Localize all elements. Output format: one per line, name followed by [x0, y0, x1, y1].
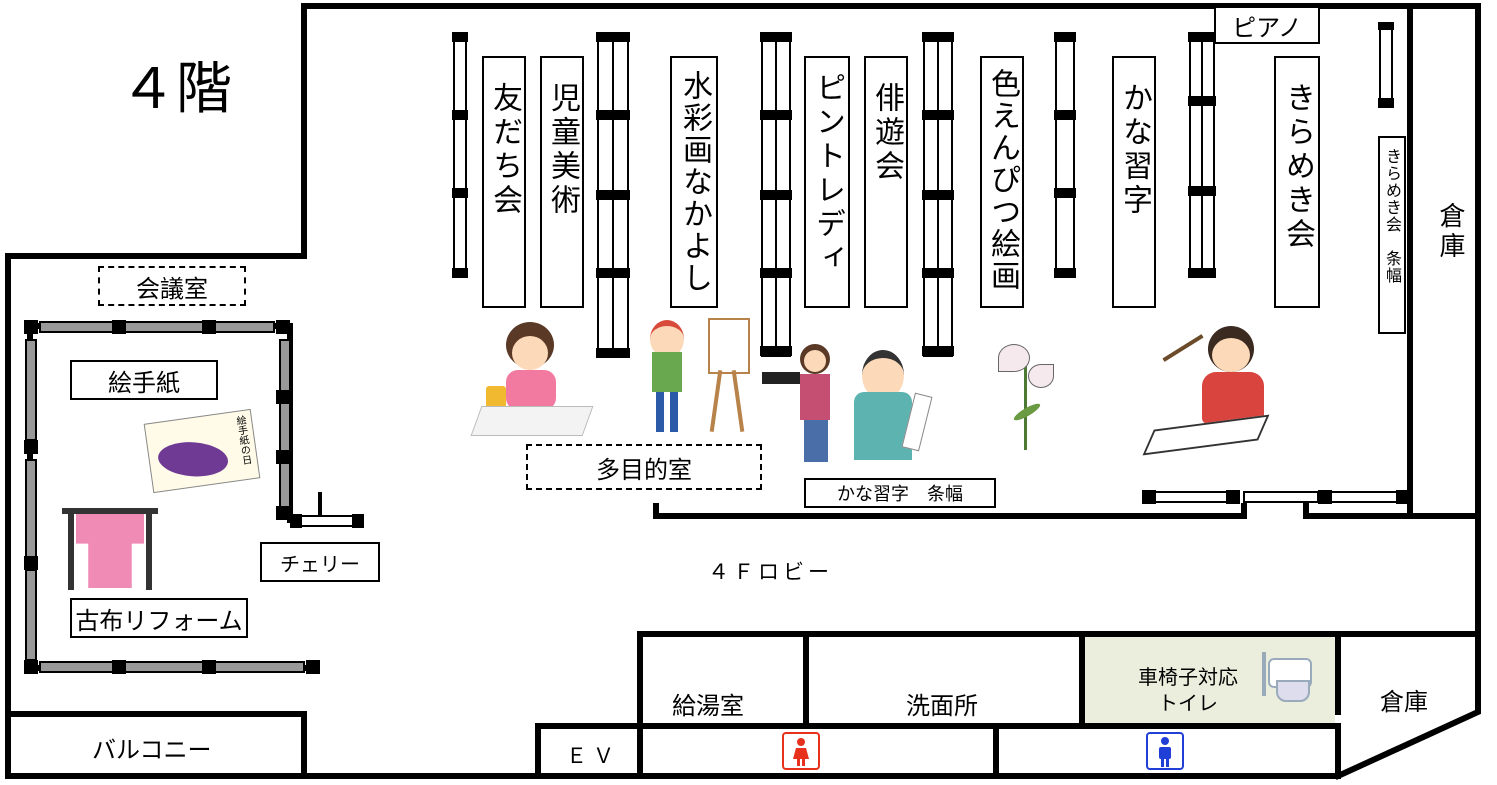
accessible-toilet-icon — [1262, 650, 1318, 702]
multipurpose-room-label: 多目的室 — [526, 444, 762, 490]
group-banner-haiyukai: 俳遊会 — [864, 56, 908, 308]
group-banner-iroenpitsu: 色えんぴつ絵画 — [980, 56, 1024, 308]
cherry-group-label: チェリー — [260, 542, 380, 582]
meeting-room-label: 会議室 — [98, 266, 246, 306]
postcard-caption: 絵手紙の日 — [233, 414, 252, 466]
kitchenette-label: 給湯室 — [672, 692, 744, 720]
outer-wall-top-right — [301, 3, 1481, 780]
balcony-label: バルコニー — [92, 736, 212, 764]
photographer-illustration — [762, 342, 846, 466]
haiku-man-illustration — [848, 350, 933, 462]
kimono-illustration — [62, 504, 158, 590]
calligraphy-girl-illustration — [1142, 326, 1280, 456]
banner-kirameki-jofuku: きらめき会 条幅 — [1378, 136, 1406, 334]
old-cloth-reform-label: 古布リフォーム — [70, 598, 248, 638]
storage-right-label: 倉庫 — [1435, 202, 1465, 262]
group-banner-kana-shuji: かな習字 — [1112, 56, 1156, 308]
female-restroom-icon[interactable] — [782, 732, 820, 770]
lobby-label: ４Ｆロビー — [708, 560, 833, 584]
eggplant-icon — [156, 439, 230, 479]
group-banner-pint-lady: ピントレディ — [804, 56, 850, 308]
washroom-label: 洗面所 — [906, 692, 978, 720]
group-banner-suisaiga: 水彩画なかよし — [670, 56, 718, 308]
lily-drawing-illustration — [984, 338, 1068, 454]
etegami-postcard-illustration: 絵手紙の日 — [143, 408, 261, 494]
piano-label: ピアノ — [1214, 6, 1320, 44]
etegami-group-label: 絵手紙 — [70, 360, 218, 400]
elevator-label: ＥＶ — [566, 744, 620, 768]
floor-title: ４階 — [120, 57, 232, 122]
group-banner-jido-bijutsu: 児童美術 — [540, 56, 584, 308]
banner-kana-jofuku: かな習字 条幅 — [804, 478, 996, 508]
easel-artist-illustration — [640, 312, 750, 434]
storage-bottom-label: 倉庫 — [1380, 688, 1428, 716]
group-banner-kirameki: きらめき会 — [1274, 56, 1320, 308]
accessible-toilet-label: 車椅子対応 トイレ — [1138, 665, 1238, 715]
painting-girl-illustration — [470, 322, 594, 436]
male-restroom-icon[interactable] — [1146, 732, 1184, 770]
group-banner-tomodachi: 友だち会 — [482, 56, 526, 308]
